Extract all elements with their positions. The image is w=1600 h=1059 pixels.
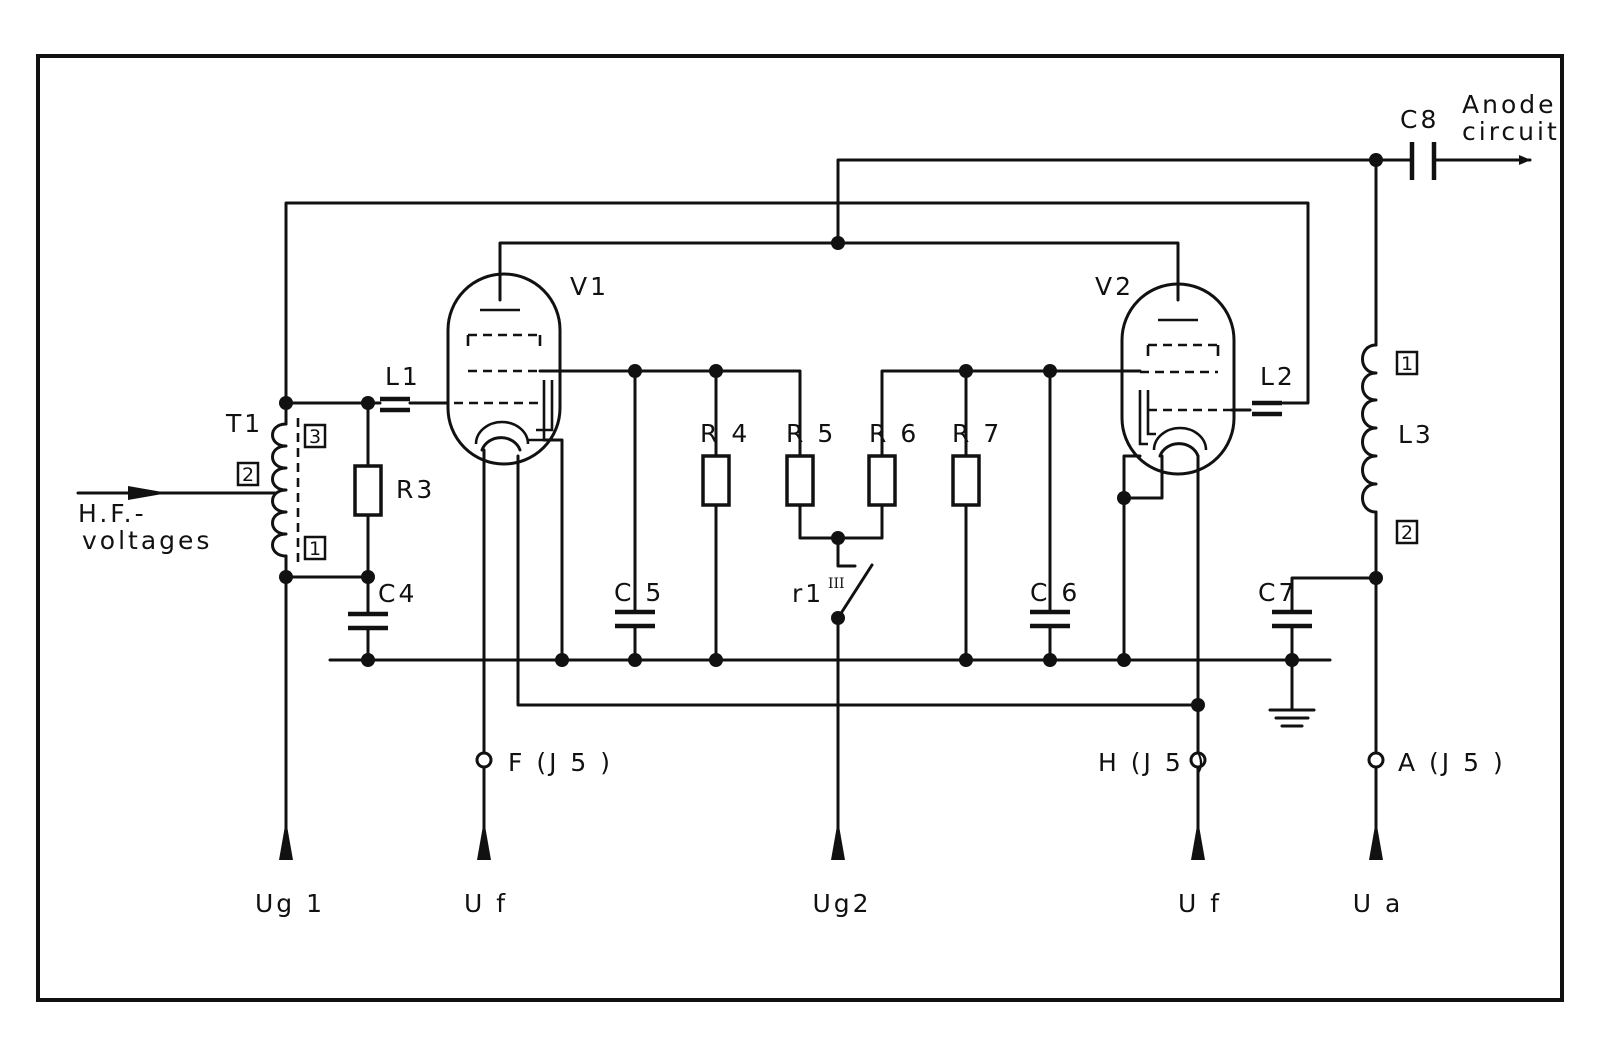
resistor-r4 xyxy=(701,454,731,507)
pin-number: 2 xyxy=(1401,522,1413,544)
label-c4: C4 xyxy=(378,579,417,608)
supply-labels: Ug 1 U f Ug2 U f U a xyxy=(255,889,1404,918)
inductor-l3 xyxy=(1361,343,1378,514)
label-ua: U a xyxy=(1353,889,1404,918)
label-r1: r1 xyxy=(792,579,824,608)
label-r1-contact: III xyxy=(828,576,845,592)
label-uf-left: U f xyxy=(464,889,508,918)
label-r7: R 7 xyxy=(952,419,1002,448)
ground-symbol xyxy=(1268,708,1316,728)
pin-number: 1 xyxy=(309,538,321,560)
label-r3: R3 xyxy=(396,475,435,504)
terminal-f-j5 xyxy=(475,751,493,769)
label-v1: V1 xyxy=(570,272,609,301)
label-f-j5: F (J 5 ) xyxy=(508,748,613,777)
label-hf-voltages-line1: H.F.- xyxy=(78,499,147,528)
label-ug1: Ug 1 xyxy=(255,889,325,918)
label-ug2: Ug2 xyxy=(812,889,871,918)
pin-box-l3-1: 1 xyxy=(1395,350,1419,376)
label-c5: C 5 xyxy=(614,578,664,607)
label-l1: L1 xyxy=(385,362,421,391)
transformer-t1 xyxy=(271,418,300,562)
label-l2: L2 xyxy=(1260,362,1296,391)
resistor-r6 xyxy=(867,454,897,507)
label-r5: R 5 xyxy=(786,419,836,448)
inductor-l1 xyxy=(380,396,410,413)
capacitor-c5 xyxy=(615,609,655,629)
label-v2: V2 xyxy=(1095,272,1134,301)
label-uf-right: U f xyxy=(1178,889,1222,918)
label-t1: T1 xyxy=(225,409,263,438)
pin-number: 3 xyxy=(309,426,321,448)
label-hf-voltages-line2: voltages xyxy=(82,526,212,555)
label-anode-circuit-line2: circuit xyxy=(1462,117,1560,146)
junction-dots xyxy=(279,153,1383,712)
label-c6: C 6 xyxy=(1030,578,1080,607)
capacitor-c6 xyxy=(1030,609,1070,629)
resistor-r3 xyxy=(353,464,383,517)
supply-arrows xyxy=(279,820,1383,860)
label-anode-circuit-line1: Anode xyxy=(1462,90,1557,119)
pin-box-t1-3: 3 xyxy=(303,423,327,449)
label-c8: C8 xyxy=(1400,105,1439,134)
label-l3: L3 xyxy=(1398,420,1434,449)
label-r6: R 6 xyxy=(869,419,919,448)
diagram-frame xyxy=(36,54,1564,1002)
label-c7: C7 xyxy=(1258,578,1297,607)
resistor-r5 xyxy=(785,454,815,507)
capacitor-c8 xyxy=(1409,142,1437,180)
pin-box-l3-2: 2 xyxy=(1395,519,1419,545)
pin-number: 2 xyxy=(242,464,254,486)
resistor-r7 xyxy=(951,454,981,507)
terminal-h-j5 xyxy=(1189,751,1207,769)
tube-v1 xyxy=(446,272,562,466)
capacitor-c7 xyxy=(1272,609,1312,629)
label-a-j5: A (J 5 ) xyxy=(1398,748,1506,777)
inductor-l2 xyxy=(1252,400,1282,417)
pin-number: 1 xyxy=(1401,353,1413,375)
tube-v2 xyxy=(1120,282,1236,476)
pin-box-t1-1: 1 xyxy=(303,535,327,561)
label-r4: R 4 xyxy=(700,419,750,448)
component-labels: Anode circuit C8 V1 V2 L1 L2 T1 L3 R3 R … xyxy=(78,90,1560,777)
capacitor-c4 xyxy=(348,611,388,631)
terminal-a-j5 xyxy=(1367,751,1385,769)
label-h-j5: H (J 5 ) xyxy=(1098,748,1207,777)
pin-box-t1-2: 2 xyxy=(236,461,260,487)
